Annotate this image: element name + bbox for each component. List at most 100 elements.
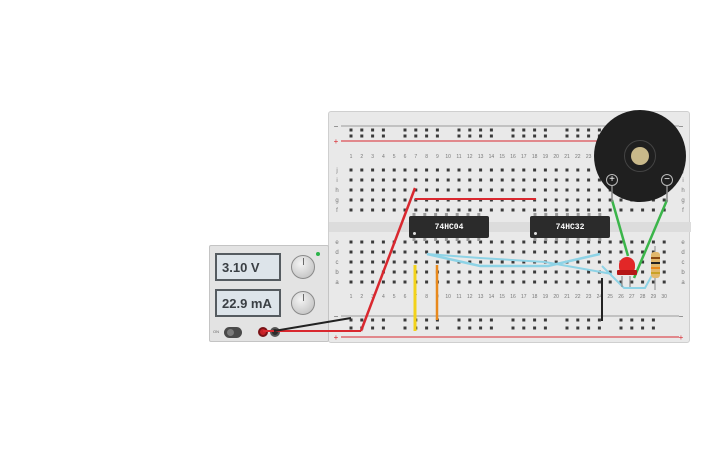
rail-hole[interactable]: [414, 326, 418, 330]
terminal-hole[interactable]: [587, 188, 591, 192]
terminal-hole[interactable]: [360, 188, 364, 192]
terminal-hole[interactable]: [371, 280, 375, 284]
terminal-hole[interactable]: [597, 260, 601, 264]
terminal-hole[interactable]: [608, 260, 612, 264]
terminal-hole[interactable]: [543, 168, 547, 172]
terminal-hole[interactable]: [576, 280, 580, 284]
terminal-hole[interactable]: [500, 168, 504, 172]
terminal-hole[interactable]: [489, 188, 493, 192]
terminal-hole[interactable]: [522, 188, 526, 192]
terminal-hole[interactable]: [587, 198, 591, 202]
terminal-hole[interactable]: [554, 188, 558, 192]
terminal-hole[interactable]: [403, 240, 407, 244]
rail-hole[interactable]: [425, 128, 429, 132]
terminal-hole[interactable]: [662, 198, 666, 202]
terminal-hole[interactable]: [381, 188, 385, 192]
terminal-hole[interactable]: [565, 188, 569, 192]
terminal-hole[interactable]: [446, 260, 450, 264]
rail-hole[interactable]: [651, 318, 655, 322]
positive-terminal[interactable]: [258, 327, 268, 337]
terminal-hole[interactable]: [435, 168, 439, 172]
terminal-hole[interactable]: [543, 280, 547, 284]
terminal-hole[interactable]: [641, 280, 645, 284]
rail-hole[interactable]: [425, 326, 429, 330]
rail-hole[interactable]: [630, 326, 634, 330]
terminal-hole[interactable]: [500, 280, 504, 284]
terminal-hole[interactable]: [554, 168, 558, 172]
terminal-hole[interactable]: [435, 178, 439, 182]
terminal-hole[interactable]: [576, 270, 580, 274]
rail-hole[interactable]: [597, 318, 601, 322]
terminal-hole[interactable]: [597, 208, 601, 212]
terminal-hole[interactable]: [587, 280, 591, 284]
rail-hole[interactable]: [619, 326, 623, 330]
terminal-hole[interactable]: [533, 260, 537, 264]
terminal-hole[interactable]: [511, 250, 515, 254]
rail-hole[interactable]: [565, 128, 569, 132]
terminal-hole[interactable]: [371, 260, 375, 264]
terminal-hole[interactable]: [479, 240, 483, 244]
rail-hole[interactable]: [565, 318, 569, 322]
terminal-hole[interactable]: [630, 208, 634, 212]
terminal-hole[interactable]: [403, 250, 407, 254]
terminal-hole[interactable]: [468, 270, 472, 274]
terminal-hole[interactable]: [619, 260, 623, 264]
terminal-hole[interactable]: [597, 270, 601, 274]
terminal-hole[interactable]: [630, 270, 634, 274]
terminal-hole[interactable]: [597, 188, 601, 192]
terminal-hole[interactable]: [565, 270, 569, 274]
terminal-hole[interactable]: [576, 260, 580, 264]
rail-hole[interactable]: [587, 128, 591, 132]
terminal-hole[interactable]: [457, 240, 461, 244]
terminal-hole[interactable]: [587, 270, 591, 274]
terminal-hole[interactable]: [392, 178, 396, 182]
terminal-hole[interactable]: [403, 270, 407, 274]
rail-hole[interactable]: [435, 318, 439, 322]
terminal-hole[interactable]: [587, 260, 591, 264]
terminal-hole[interactable]: [489, 168, 493, 172]
terminal-hole[interactable]: [533, 198, 537, 202]
terminal-hole[interactable]: [392, 260, 396, 264]
terminal-hole[interactable]: [597, 178, 601, 182]
terminal-hole[interactable]: [468, 250, 472, 254]
terminal-hole[interactable]: [565, 178, 569, 182]
terminal-hole[interactable]: [457, 208, 461, 212]
terminal-hole[interactable]: [479, 178, 483, 182]
terminal-hole[interactable]: [435, 270, 439, 274]
terminal-hole[interactable]: [435, 280, 439, 284]
terminal-hole[interactable]: [349, 240, 353, 244]
terminal-hole[interactable]: [403, 280, 407, 284]
terminal-hole[interactable]: [349, 168, 353, 172]
terminal-hole[interactable]: [425, 168, 429, 172]
terminal-hole[interactable]: [565, 250, 569, 254]
terminal-hole[interactable]: [360, 240, 364, 244]
terminal-hole[interactable]: [619, 240, 623, 244]
power-switch[interactable]: [224, 327, 242, 338]
rail-hole[interactable]: [479, 326, 483, 330]
rail-hole[interactable]: [522, 134, 526, 138]
rail-hole[interactable]: [533, 128, 537, 132]
terminal-hole[interactable]: [533, 178, 537, 182]
rail-hole[interactable]: [565, 134, 569, 138]
terminal-hole[interactable]: [468, 198, 472, 202]
terminal-hole[interactable]: [489, 270, 493, 274]
terminal-hole[interactable]: [630, 250, 634, 254]
terminal-hole[interactable]: [371, 168, 375, 172]
terminal-hole[interactable]: [587, 240, 591, 244]
terminal-hole[interactable]: [414, 280, 418, 284]
rail-hole[interactable]: [349, 318, 353, 322]
rail-hole[interactable]: [403, 134, 407, 138]
rail-hole[interactable]: [576, 326, 580, 330]
rail-hole[interactable]: [457, 128, 461, 132]
terminal-hole[interactable]: [511, 198, 515, 202]
terminal-hole[interactable]: [576, 250, 580, 254]
rail-hole[interactable]: [414, 318, 418, 322]
rail-hole[interactable]: [360, 134, 364, 138]
terminal-hole[interactable]: [489, 178, 493, 182]
terminal-hole[interactable]: [543, 188, 547, 192]
terminal-hole[interactable]: [468, 260, 472, 264]
terminal-hole[interactable]: [565, 198, 569, 202]
terminal-hole[interactable]: [349, 178, 353, 182]
terminal-hole[interactable]: [630, 280, 634, 284]
terminal-hole[interactable]: [371, 188, 375, 192]
